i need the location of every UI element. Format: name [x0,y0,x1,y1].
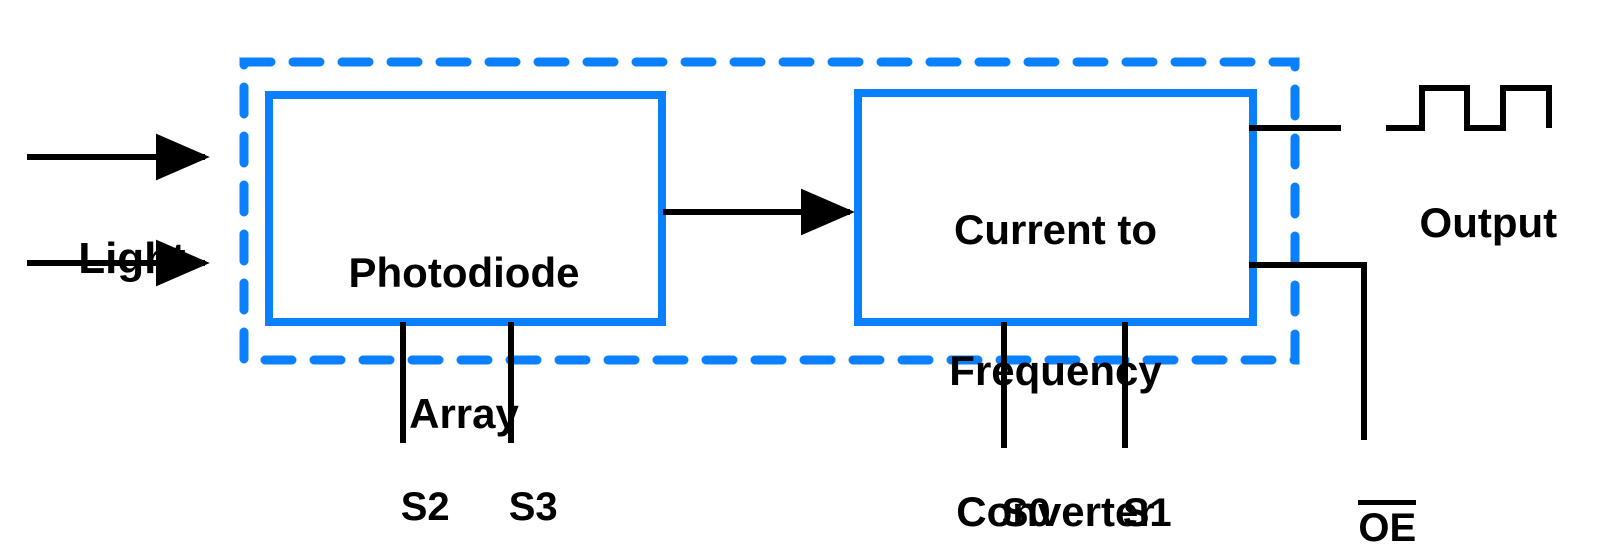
pin-label-s0: S0 [956,446,1052,545]
converter-label-line1: Current to [954,206,1157,254]
block-photodiode-array [265,91,666,326]
light-input-label: Light [0,185,215,333]
pin-label-s1: S1 [1077,446,1173,545]
converter-label: Current to Frequency Converter [858,112,1253,545]
converter-label-line2: Frequency [949,347,1162,395]
pin-label-s3-text: S3 [508,484,558,529]
output-waveform [1386,85,1552,131]
pin-label-oe: OE [1300,455,1430,545]
light-label-text: Light [78,234,186,284]
photodiode-label-line2: Array [409,390,519,438]
block-current-to-frequency-converter [854,89,1257,326]
converter-label-line3: Converter [956,488,1155,536]
pin-label-oe-text: OE [1358,499,1417,545]
pin-label-s0-text: S0 [1001,490,1051,535]
oe-wire [1249,262,1367,440]
pin-label-s3: S3 [463,440,559,545]
pin-label-s2-text: S2 [400,484,450,529]
photodiode-label-line1: Photodiode [348,249,580,297]
pin-label-s1-text: S1 [1122,490,1172,535]
photodiode-array-label: Photodiode Array [269,155,659,531]
package-boundary-dashed [239,57,1300,365]
output-label: Output [1340,152,1590,293]
pin-label-s2: S2 [355,440,451,545]
output-label-text: Output [1419,199,1558,247]
